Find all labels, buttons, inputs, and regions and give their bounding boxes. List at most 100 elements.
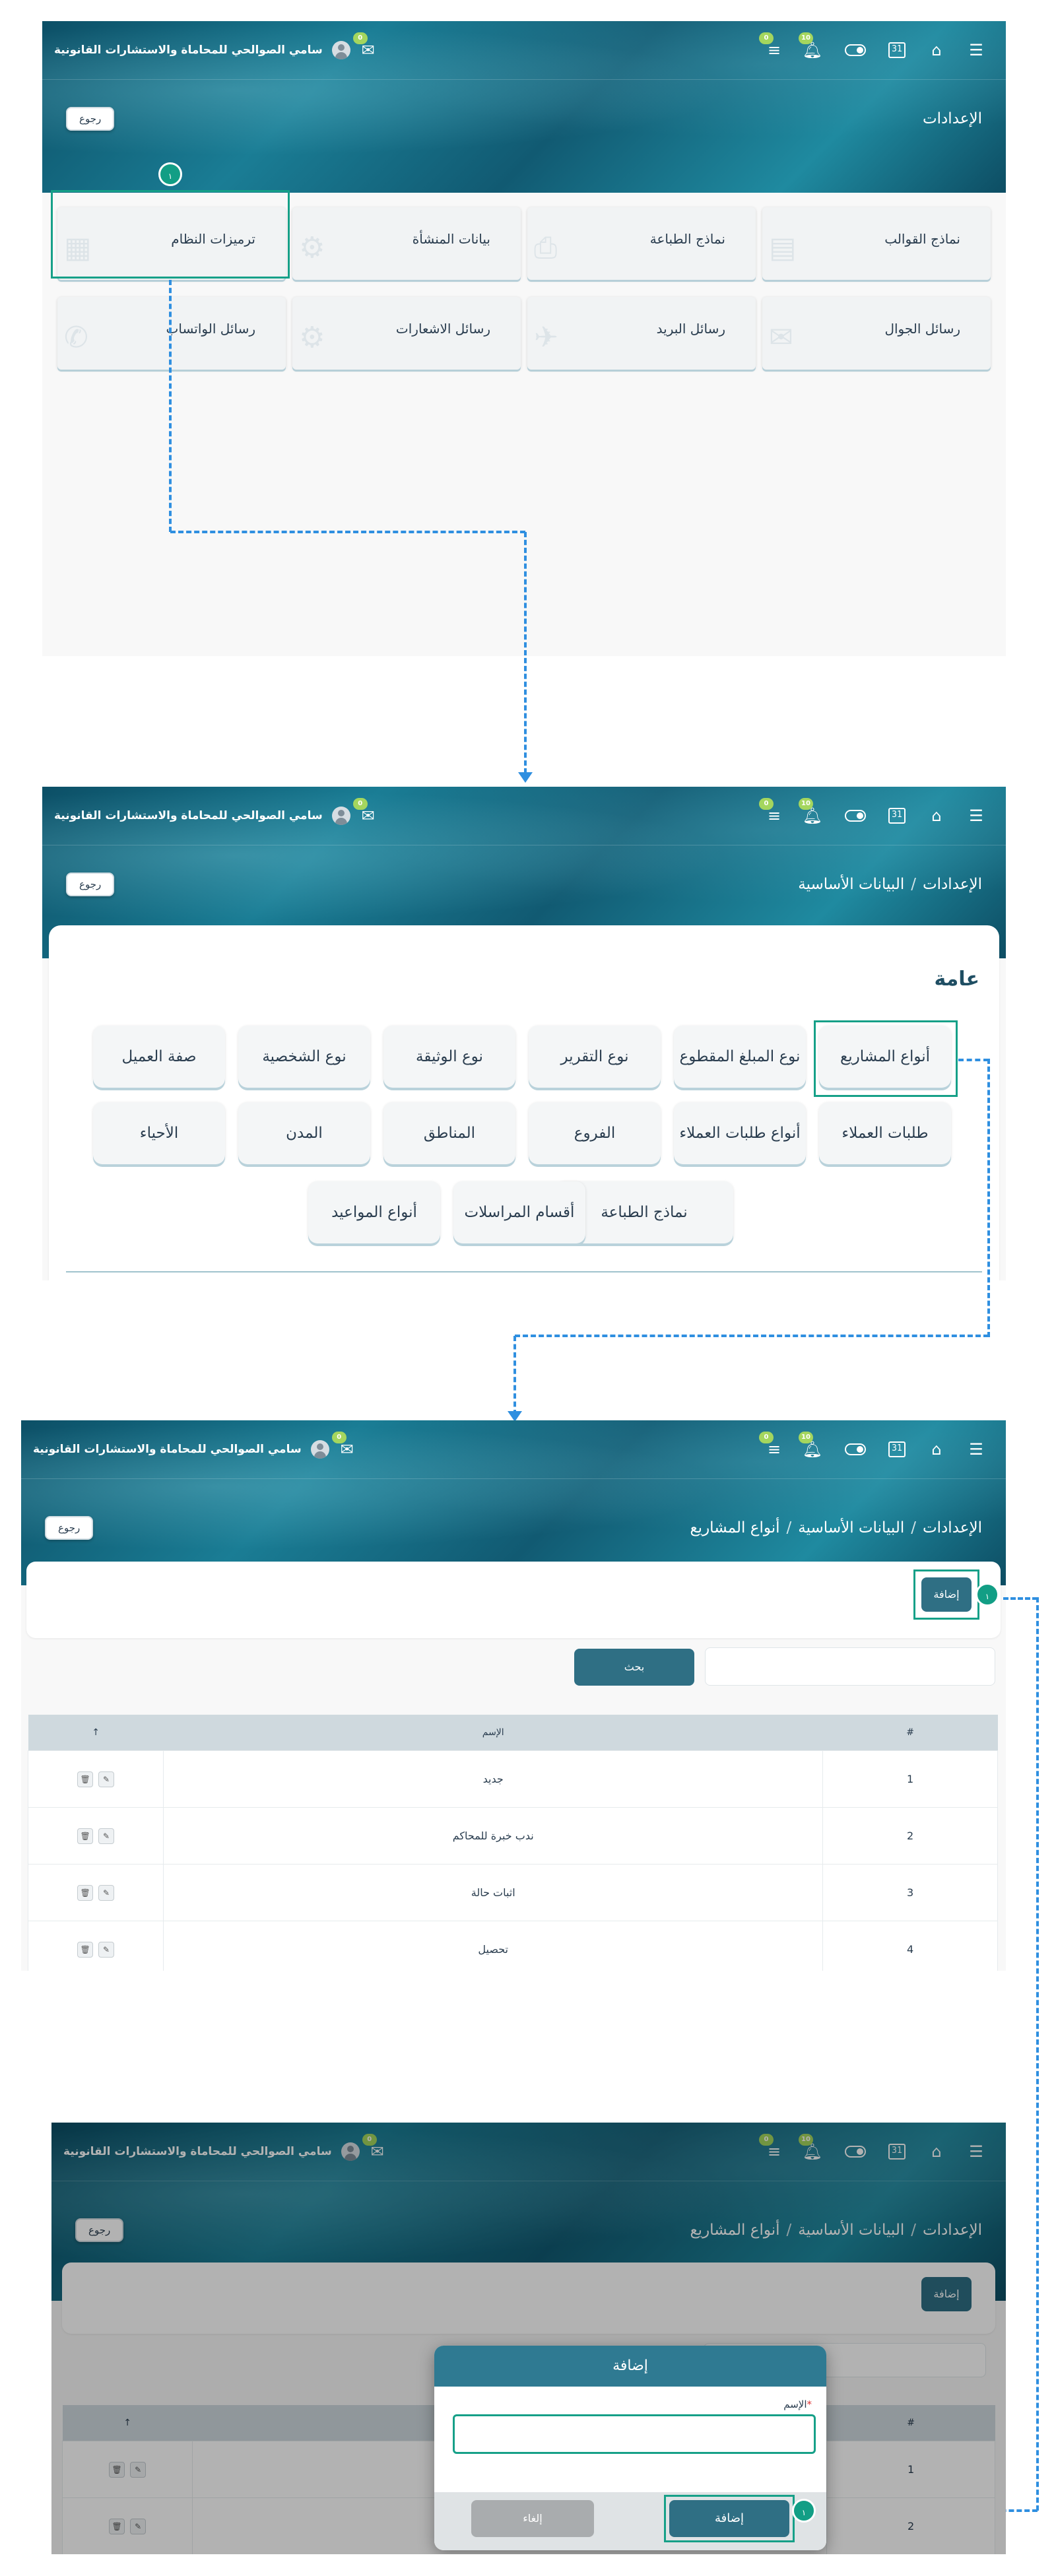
- btn-client-capacity[interactable]: صفة العميل: [93, 1026, 225, 1088]
- col-name[interactable]: الإسم: [163, 1715, 823, 1751]
- col-number[interactable]: #: [822, 1715, 998, 1751]
- toggle-icon[interactable]: [845, 44, 866, 56]
- btn-client-request-types[interactable]: أنواع طلبات العملاء: [674, 1102, 806, 1164]
- name-input[interactable]: [453, 2414, 816, 2454]
- messages-icon[interactable]: ≡0: [759, 1432, 783, 1458]
- btn-project-types[interactable]: أنواع المشاريع: [819, 1026, 951, 1088]
- chat-badge: 0: [352, 32, 368, 44]
- edit-icon[interactable]: ✎: [98, 1828, 115, 1844]
- menu-icon[interactable]: ☰: [969, 2142, 983, 2161]
- search-input[interactable]: [705, 1647, 995, 1686]
- edit-icon[interactable]: ✎: [98, 1884, 115, 1901]
- notifications-icon[interactable]: 🔔︎10: [799, 1432, 822, 1458]
- btn-districts[interactable]: الأحياء: [93, 1102, 225, 1164]
- btn-persona-type[interactable]: نوع الشخصية: [238, 1026, 370, 1088]
- btn-client-requests[interactable]: طلبات العملاء: [819, 1102, 951, 1164]
- section-title: عامة: [934, 968, 979, 991]
- chat-icon[interactable]: ✉0: [331, 1432, 356, 1458]
- tile-whatsapp[interactable]: رسائل الواتساب ✆: [57, 297, 286, 370]
- delete-icon[interactable]: 🗑︎: [109, 2461, 125, 2478]
- calendar-icon[interactable]: 31: [888, 1441, 906, 1457]
- calendar-icon[interactable]: 31: [888, 808, 906, 824]
- back-button[interactable]: رجوع: [75, 2218, 124, 2242]
- col-actions[interactable]: ↑: [28, 1715, 164, 1751]
- tile-print-templates[interactable]: نماذج الطباعة ⎙: [527, 207, 756, 280]
- btn-cities[interactable]: المدن: [238, 1102, 370, 1164]
- notifications-icon[interactable]: 🔔︎10: [799, 798, 822, 824]
- back-button[interactable]: رجوع: [66, 873, 115, 896]
- tile-label: نماذج القوالب: [884, 231, 960, 247]
- tile-notifications[interactable]: رسائل الاشعارات ⚙: [292, 297, 521, 370]
- back-button[interactable]: رجوع: [66, 107, 115, 131]
- delete-icon[interactable]: 🗑︎: [77, 1884, 94, 1901]
- breadcrumb-item[interactable]: أنواع المشاريع: [690, 2222, 780, 2239]
- chat-icon[interactable]: ✉0: [352, 798, 377, 824]
- sort-arrow-icon[interactable]: ↑: [123, 2418, 131, 2428]
- user-name: سامي الصوالحي للمحاماة والاستشارات القان…: [33, 1443, 302, 1456]
- breadcrumb-item[interactable]: الإعدادات: [923, 876, 982, 893]
- btn-regions[interactable]: المناطق: [383, 1102, 515, 1164]
- edit-icon[interactable]: ✎: [130, 2461, 147, 2478]
- chat-icon[interactable]: ✉0: [352, 32, 377, 59]
- edit-icon[interactable]: ✎: [98, 1941, 115, 1958]
- user-name: سامي الصوالحي للمحاماة والاستشارات القان…: [54, 809, 323, 822]
- breadcrumb-item[interactable]: الإعدادات: [923, 1519, 982, 1536]
- home-icon[interactable]: ⌂: [931, 2142, 942, 2161]
- tile-mail[interactable]: رسائل البريد ✈: [527, 297, 756, 370]
- add-button[interactable]: إضافة: [921, 1577, 972, 1612]
- toggle-icon[interactable]: [845, 1443, 866, 1455]
- btn-appointment-types[interactable]: أنواع المواعيد: [308, 1181, 440, 1243]
- avatar[interactable]: [341, 2142, 360, 2161]
- col-actions[interactable]: ↑: [62, 2405, 193, 2441]
- messages-icon[interactable]: ≡0: [759, 32, 783, 59]
- avatar[interactable]: [331, 807, 350, 825]
- delete-icon[interactable]: 🗑︎: [77, 1828, 94, 1844]
- breadcrumb-item[interactable]: البيانات الأساسية: [798, 1519, 905, 1536]
- add-button[interactable]: إضافة: [921, 2277, 972, 2311]
- btn-lump-sum-type[interactable]: نوع المبلغ المقطوع: [674, 1026, 806, 1088]
- menu-icon[interactable]: ☰: [969, 807, 983, 825]
- delete-icon[interactable]: 🗑︎: [77, 1771, 94, 1787]
- home-icon[interactable]: ⌂: [931, 41, 942, 59]
- breadcrumb-item[interactable]: أنواع المشاريع: [690, 1519, 780, 1536]
- tile-sms[interactable]: رسائل الجوال ✉: [762, 297, 991, 370]
- breadcrumb-item[interactable]: البيانات الأساسية: [798, 2222, 905, 2239]
- cancel-button[interactable]: إلغاء: [471, 2500, 594, 2537]
- menu-icon[interactable]: ☰: [969, 41, 983, 59]
- calendar-icon[interactable]: 31: [888, 42, 906, 58]
- avatar[interactable]: [331, 41, 350, 59]
- submit-button[interactable]: إضافة: [669, 2500, 789, 2537]
- sort-arrow-icon[interactable]: ↑: [92, 1727, 100, 1738]
- btn-report-type[interactable]: نوع التقرير: [529, 1026, 661, 1088]
- toggle-icon[interactable]: [845, 810, 866, 822]
- top-bar: ☰ ⌂ 31 🔔︎10 ≡0 ✉0 سامي الصوالحي للمحاماة…: [21, 1420, 1006, 1479]
- home-icon[interactable]: ⌂: [931, 807, 942, 825]
- chat-icon[interactable]: ✉0: [362, 2134, 386, 2160]
- home-icon[interactable]: ⌂: [931, 1440, 942, 1459]
- messages-icon[interactable]: ≡0: [759, 798, 783, 824]
- toggle-icon[interactable]: [845, 2146, 866, 2158]
- calendar-icon[interactable]: 31: [888, 2144, 906, 2160]
- tile-system-codes[interactable]: ترميزات النظام ▦: [57, 207, 286, 280]
- btn-correspondence-sections[interactable]: أقسام المراسلات: [453, 1181, 585, 1243]
- btn-document-type[interactable]: نوع الوثيقة: [383, 1026, 515, 1088]
- breadcrumb-item[interactable]: الإعدادات: [923, 2222, 982, 2239]
- delete-icon[interactable]: 🗑︎: [109, 2518, 125, 2534]
- col-number[interactable]: #: [826, 2405, 995, 2441]
- notifications-icon[interactable]: 🔔︎10: [799, 32, 822, 59]
- avatar[interactable]: [310, 1440, 329, 1459]
- edit-icon[interactable]: ✎: [98, 1771, 115, 1787]
- btn-branches[interactable]: الفروع: [529, 1102, 661, 1164]
- breadcrumb-item[interactable]: الإعدادات: [923, 110, 982, 127]
- page-header: الإعدادات/البيانات الأساسية/أنواع المشار…: [51, 2181, 1006, 2280]
- tile-templates[interactable]: نماذج القوالب ▤: [762, 207, 991, 280]
- back-button[interactable]: رجوع: [45, 1516, 94, 1540]
- breadcrumb-item[interactable]: البيانات الأساسية: [798, 876, 905, 893]
- delete-icon[interactable]: 🗑︎: [77, 1941, 94, 1958]
- messages-icon[interactable]: ≡0: [759, 2134, 783, 2160]
- notifications-icon[interactable]: 🔔︎10: [799, 2134, 822, 2160]
- menu-icon[interactable]: ☰: [969, 1440, 983, 1459]
- tile-facility-data[interactable]: بيانات المنشأة ⚙: [292, 207, 521, 280]
- search-button[interactable]: بحث: [574, 1649, 694, 1686]
- edit-icon[interactable]: ✎: [130, 2518, 147, 2534]
